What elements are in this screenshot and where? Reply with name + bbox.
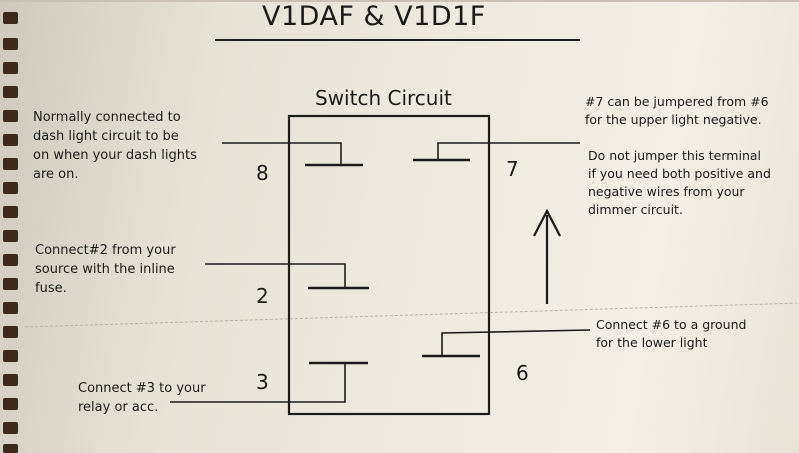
binding-hole	[3, 182, 18, 194]
binding-hole	[3, 206, 18, 218]
note-pin-2: Connect#2 from your source with the inli…	[35, 243, 176, 296]
terminal-7-lead	[437, 142, 580, 160]
binding-hole	[3, 398, 18, 410]
page-title: V1DAF & V1D1F	[262, 1, 486, 32]
binding-hole	[3, 302, 18, 314]
diagram-subtitle: Switch Circuit	[315, 86, 452, 110]
binding-hole	[3, 38, 18, 50]
binding-hole	[3, 422, 18, 434]
binding-hole	[3, 86, 18, 98]
binding-hole	[3, 134, 18, 146]
binding-hole	[3, 278, 18, 290]
pin-label-2: 2	[256, 284, 269, 308]
paper-fold	[24, 302, 799, 328]
note-pin-3: Connect #3 to your relay or acc.	[78, 381, 206, 415]
binding-hole	[3, 230, 18, 242]
note-pin-8: Normally connected to dash light circuit…	[33, 110, 197, 182]
note-pin-7-jumper: #7 can be jumpered from #6 for the upper…	[585, 94, 769, 127]
terminal-6-lead	[441, 329, 591, 356]
binding-hole	[3, 350, 18, 362]
binding-hole	[3, 374, 18, 386]
pin-label-3: 3	[256, 370, 269, 394]
note-pin-6: Connect #6 to a ground for the lower lig…	[596, 317, 747, 350]
up-arrow-icon	[533, 208, 561, 304]
binding-hole	[3, 444, 18, 453]
pin-label-6: 6	[516, 361, 529, 385]
binding-hole	[3, 110, 18, 122]
binding-hole	[3, 12, 18, 24]
binding-hole	[3, 62, 18, 74]
binding-hole	[3, 158, 18, 170]
terminal-3-lead	[170, 363, 346, 403]
terminal-2-lead	[205, 263, 346, 288]
note-pin-7-warning: Do not jumper this terminal if you need …	[588, 148, 771, 217]
switch-body	[287, 114, 491, 416]
terminal-8-lead	[222, 142, 342, 165]
binding-hole	[3, 326, 18, 338]
binding-hole	[3, 254, 18, 266]
pin-label-7: 7	[506, 157, 519, 181]
sheet-edge	[0, 0, 799, 2]
pin-label-8: 8	[256, 161, 269, 185]
